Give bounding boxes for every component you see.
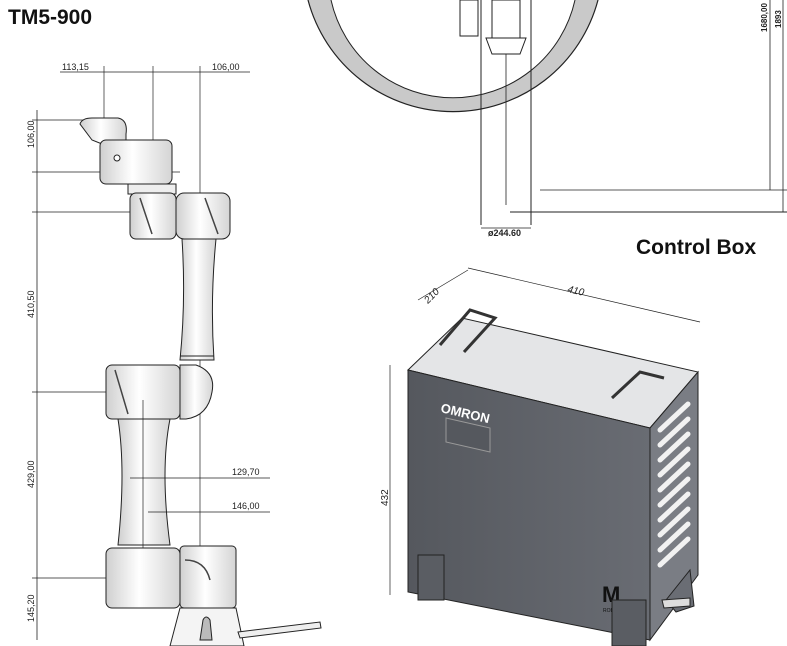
shoulder-joint [129, 192, 177, 240]
robot-model-title: TM5-900 [8, 6, 93, 29]
height-label-a: 1680,00 [760, 3, 769, 32]
tool-flange [459, 0, 479, 37]
base-cable [237, 621, 322, 639]
depth-label: 210 [422, 286, 443, 307]
width-dim-line [467, 267, 701, 323]
box-height-label: 432 [380, 489, 391, 506]
control-box-title: Control Box [636, 236, 757, 259]
control-box-drawing: 210 410 432 [380, 267, 701, 646]
tool-tip [485, 37, 527, 55]
wrist-height-label: 106,00 [26, 120, 36, 148]
base-connector-icon [199, 616, 213, 641]
diameter-label: ø244.60 [488, 228, 521, 238]
wrist-joint [99, 139, 173, 185]
depth-dim-line [417, 269, 469, 301]
shoulder-stripe [204, 197, 219, 235]
robot-arm-drawing: 106,00 410,50 429,00 145,20 113,15 106,0… [26, 62, 322, 646]
leg-front-right [611, 599, 647, 646]
box-label-panel [445, 417, 491, 453]
vent-slots [657, 401, 691, 568]
elbow-cap [179, 364, 214, 420]
tool-body [491, 0, 521, 39]
reach-view: ø244.60 1680,00 1893 [307, 0, 787, 238]
offset-left-label: 113,15 [62, 62, 89, 72]
handle-right-icon [610, 370, 665, 400]
height-label-b: 1893 [774, 10, 783, 28]
offset-right-label: 106,00 [212, 62, 240, 72]
width-label: 410 [566, 284, 585, 299]
leg-front-left [417, 554, 445, 601]
base-joint [105, 547, 181, 609]
base-height-label: 145,20 [26, 594, 36, 622]
wrist-head [79, 117, 127, 145]
shoulder-stripe-2 [139, 197, 153, 235]
base-stripe [184, 559, 211, 581]
base-housing [179, 545, 237, 609]
elbow-offset-label: 129,70 [232, 467, 260, 477]
foot-bracket [661, 597, 691, 609]
wrist-led-icon [113, 154, 121, 162]
upper-arm [179, 238, 217, 361]
handle-left-icon [438, 308, 498, 354]
forearm [117, 418, 171, 546]
shoulder-housing [175, 192, 231, 240]
base-offset-label: 146,00 [232, 501, 260, 511]
upper-arm-label: 410,50 [26, 290, 36, 318]
forearm-label: 429,00 [26, 460, 36, 488]
elbow-stripe [114, 369, 129, 415]
